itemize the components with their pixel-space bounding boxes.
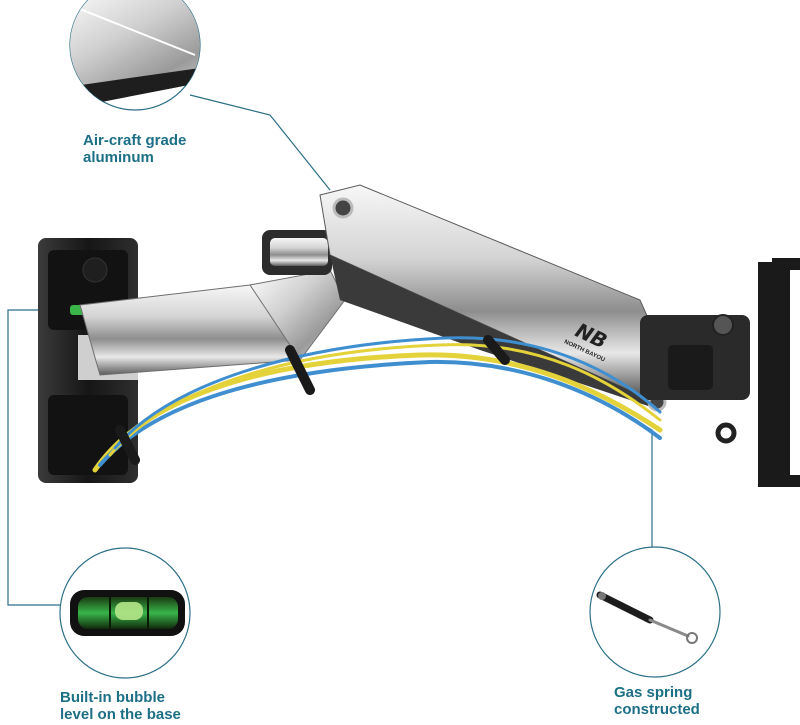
aluminum-callout-line2: aluminum	[83, 149, 154, 166]
gas-spring-callout-line2: constructed	[614, 701, 700, 718]
bubble-level-callout-line1: Built-in bubble	[60, 689, 165, 706]
gas-spring-callout-line1: Gas spring	[614, 684, 693, 701]
lower-arm	[79, 230, 346, 376]
vesa-bracket	[640, 258, 800, 487]
aluminum-callout-label: Air-craft grade aluminum	[83, 132, 186, 166]
gas-spring-closeup	[589, 546, 721, 678]
aluminum-callout-line1: Air-craft grade	[83, 132, 187, 149]
gas-spring-arm: NB NORTH BAYOU	[319, 184, 667, 412]
bubble-level-callout-label: Built-in bubble level on the base	[60, 689, 181, 723]
aluminum-closeup	[69, 0, 201, 111]
cables	[92, 335, 663, 473]
bubble-level-callout-line2: level on the base	[60, 706, 181, 723]
bubble-level-closeup	[59, 547, 191, 679]
gas-spring-callout-label: Gas spring constructed	[614, 684, 700, 718]
